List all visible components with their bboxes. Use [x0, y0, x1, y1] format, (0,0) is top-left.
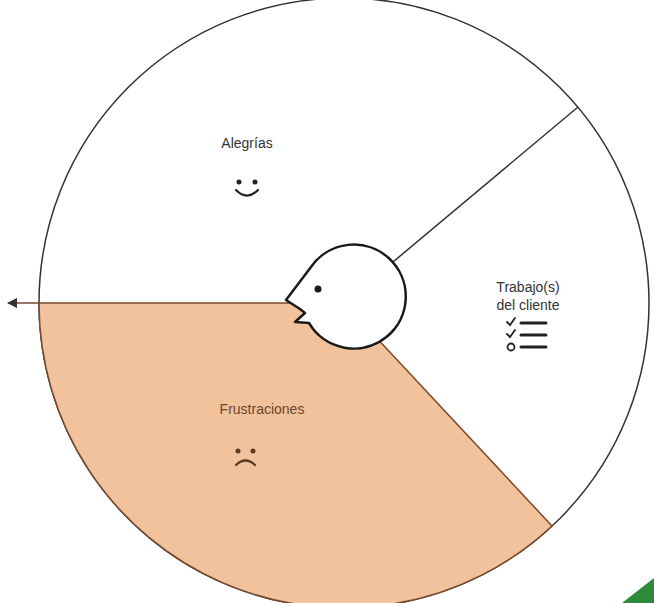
checklist-icon: [507, 318, 546, 351]
sector-label: Frustraciones: [192, 400, 332, 418]
profile-circle: [39, 0, 649, 603]
frown-icon: [236, 449, 256, 466]
frustrations-arc: [39, 303, 552, 603]
face-eye: [315, 286, 322, 293]
sector-label: Trabajo(s) del cliente: [486, 278, 570, 314]
frustrations-sector: [39, 303, 552, 603]
joys-label-box: Alegrías: [187, 134, 307, 152]
jobs-label-box: Trabajo(s) del cliente: [486, 278, 570, 314]
corner-decoration: [622, 578, 654, 603]
sector-label: Alegrías: [187, 134, 307, 152]
smiley-icon: [236, 180, 258, 196]
customer-face: [286, 245, 406, 349]
pains-label-box: Frustraciones: [192, 400, 332, 418]
